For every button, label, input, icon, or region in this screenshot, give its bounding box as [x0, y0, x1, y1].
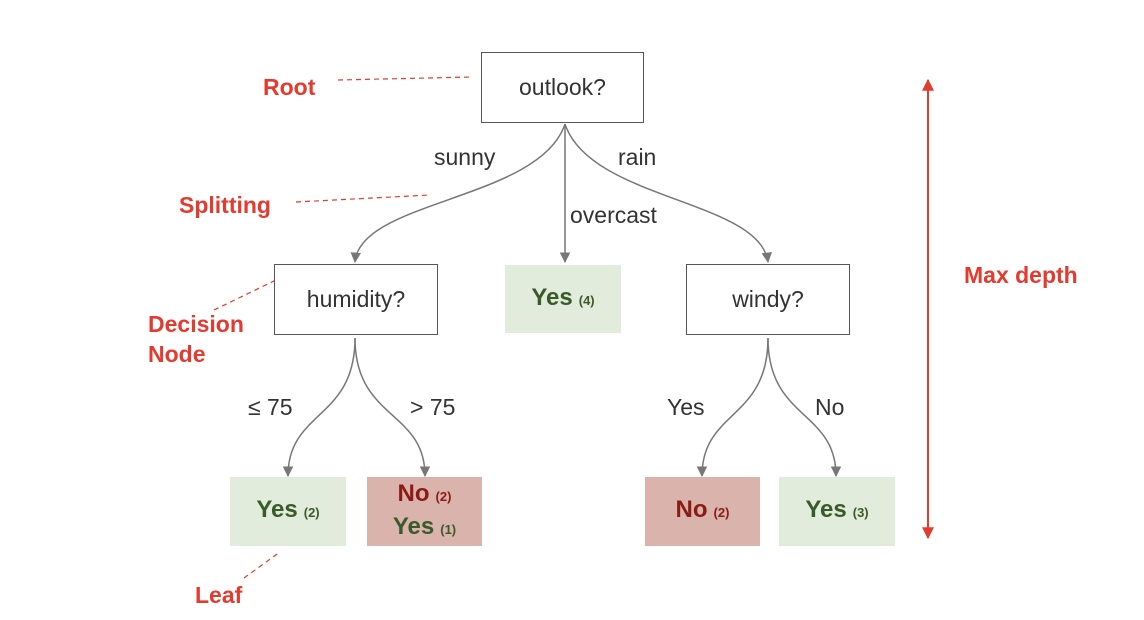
annotation-decision-node-line1: Decision	[148, 311, 244, 337]
edge-label-rain: rain	[618, 144, 657, 170]
annotation-splitting: Splitting	[179, 192, 271, 218]
leaf-humidity-le75: Yes (2)	[230, 477, 346, 546]
edge-windy-no	[767, 337, 842, 478]
leaf-count: (2)	[303, 505, 320, 520]
leaf-count: (2)	[713, 505, 730, 520]
edge-gt75	[354, 337, 431, 478]
edge-rain	[564, 123, 772, 264]
leaf-label: Yes	[805, 496, 847, 523]
annotation-decision-node: Decision Node	[148, 309, 244, 369]
edge-label-yes: Yes	[667, 394, 705, 420]
windy-node: windy?	[686, 264, 850, 335]
edge-label-overcast: overcast	[570, 202, 657, 228]
leaf-label: No	[675, 496, 708, 523]
leaf-windy-yes: No (2)	[645, 477, 760, 546]
leaf-label: Yes	[256, 496, 298, 523]
leaf-label: Yes	[531, 283, 573, 311]
edge-label-sunny: sunny	[434, 144, 496, 170]
edge-sunny	[350, 123, 566, 264]
leaf-label-yes: Yes	[392, 512, 435, 540]
root-leader	[337, 76, 473, 81]
leaf-count: (4)	[578, 292, 595, 308]
leaf-count-yes: (1)	[440, 521, 457, 537]
leaf-windy-no: Yes (3)	[779, 477, 895, 546]
edge-label-gt75: > 75	[410, 394, 456, 420]
leaf-count-no: (2)	[435, 488, 452, 504]
annotation-max-depth: Max depth	[964, 262, 1078, 288]
annotation-decision-node-line2: Node	[148, 341, 206, 367]
edge-le75	[282, 337, 356, 478]
leaf-label-no: No	[397, 479, 430, 507]
edge-windy-yes	[696, 337, 769, 478]
edge-label-no: No	[815, 394, 845, 420]
root-node: outlook?	[481, 52, 644, 123]
windy-node-label: windy?	[732, 286, 804, 312]
annotation-root: Root	[263, 74, 316, 100]
humidity-node: humidity?	[274, 264, 438, 335]
humidity-node-label: humidity?	[306, 286, 406, 312]
leaf-count: (3)	[852, 505, 869, 520]
leaf-leader	[243, 551, 281, 579]
root-node-label: outlook?	[519, 74, 606, 100]
leaf-humidity-gt75: No (2) Yes (1)	[367, 477, 482, 546]
decision-node-leader	[213, 279, 277, 311]
leaf-overcast: Yes (4)	[505, 265, 621, 333]
edge-label-le75: ≤ 75	[248, 394, 293, 420]
annotation-leaf: Leaf	[195, 582, 243, 608]
splitting-leader	[295, 194, 431, 203]
